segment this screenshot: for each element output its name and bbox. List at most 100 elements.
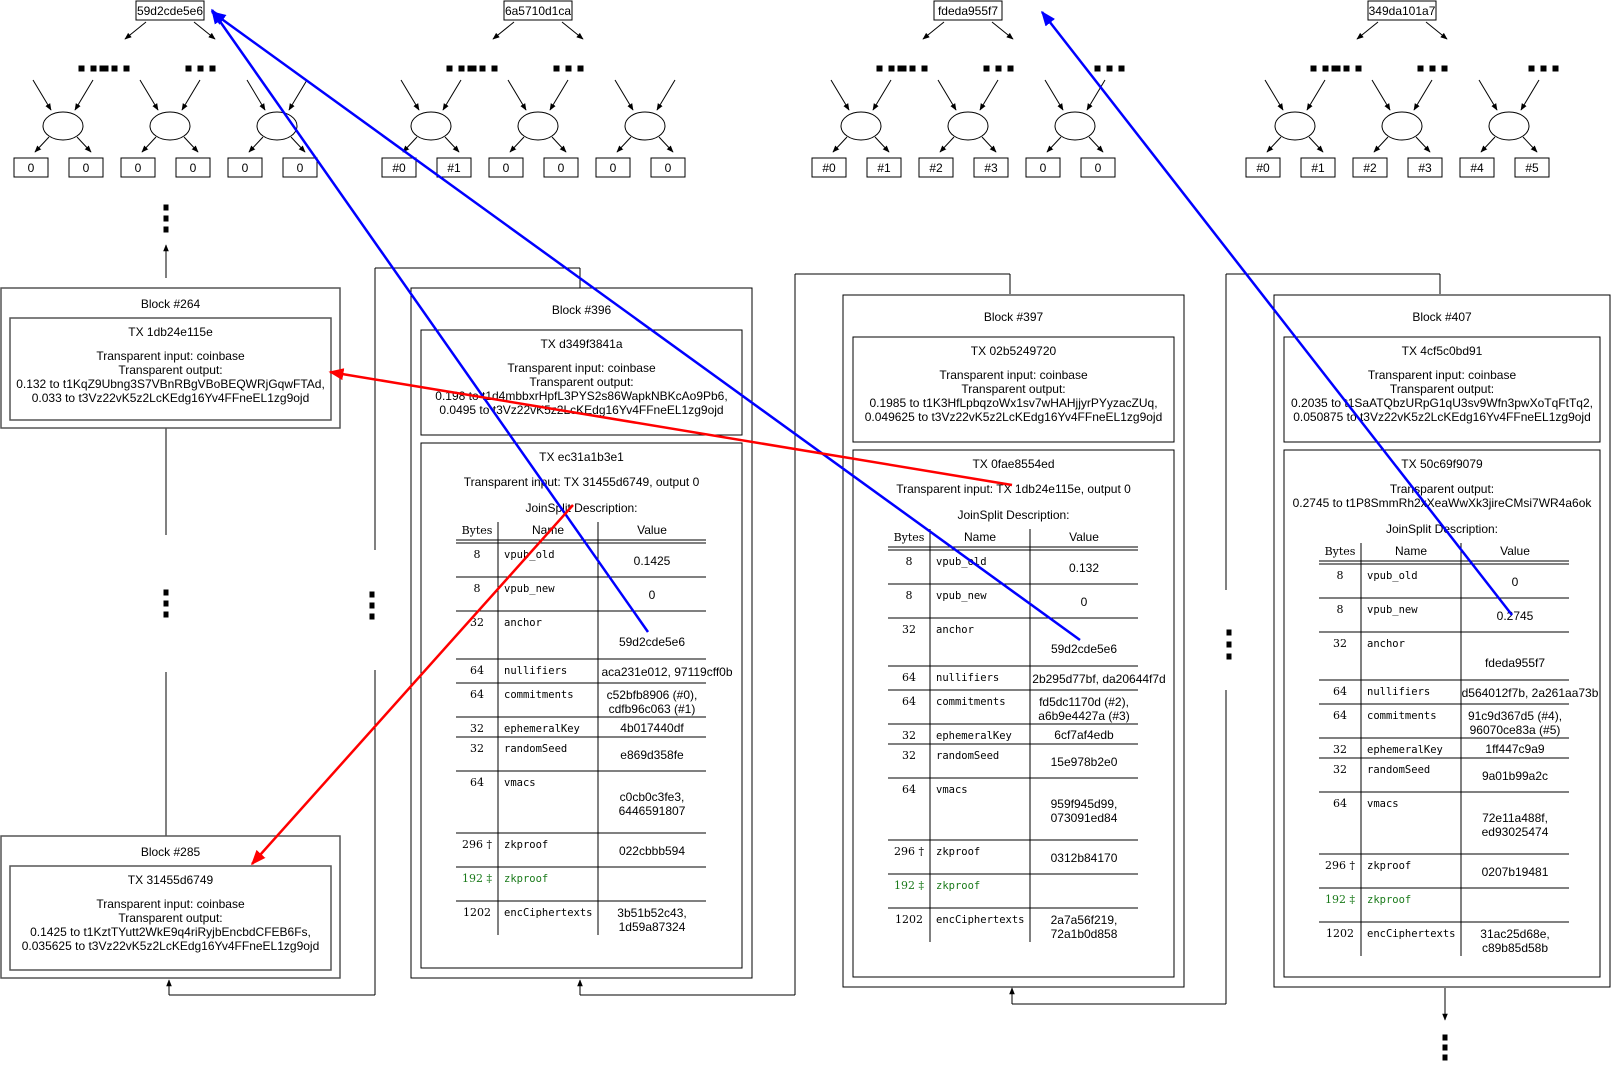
ellipsis-dot	[1118, 65, 1125, 72]
ellipsis-dot	[369, 602, 375, 609]
ellipsis-dot	[1429, 65, 1436, 72]
tree-edge	[830, 79, 850, 111]
row-name: randomSeed	[936, 750, 999, 762]
ellipsis-dot	[888, 65, 895, 72]
tx-line: Transparent output:	[961, 382, 1065, 396]
tx-frame	[852, 449, 1175, 978]
tree-subtree: #2#3	[918, 65, 1014, 178]
row-value: 59d2cde5e6	[619, 635, 685, 649]
tree-edge	[400, 79, 420, 111]
tree-edge	[991, 21, 1014, 40]
tree-edge	[1086, 79, 1106, 111]
ellipsis-dot	[209, 65, 216, 72]
ellipsis-dot	[1226, 653, 1232, 660]
tree-edge	[248, 136, 264, 153]
row-name: vpub_old	[936, 556, 987, 568]
tree-edge	[832, 136, 848, 153]
table-header: Value	[1069, 530, 1099, 544]
tree-leaf-label: 0	[1040, 161, 1047, 175]
joinsplit-label: JoinSplit Description:	[1386, 522, 1498, 536]
table-header: Value	[1500, 544, 1530, 558]
tree-leaf-box	[175, 157, 211, 178]
ellipsis-dot	[90, 65, 97, 72]
ellipsis-dot	[1355, 65, 1362, 72]
tree-leaf-box	[1245, 157, 1281, 178]
tree-edge	[656, 79, 676, 111]
spend-link	[328, 368, 1013, 487]
row-name: zkproof	[936, 846, 980, 858]
ellipsis-dot	[163, 226, 169, 233]
tree-edge	[193, 21, 216, 40]
row-name: encCiphertexts	[1367, 928, 1456, 940]
tree-node	[947, 111, 989, 141]
row-name: randomSeed	[504, 743, 567, 755]
ellipsis-dot	[1094, 65, 1101, 72]
row-value: 9a01b99a2c	[1482, 769, 1548, 783]
tx-title: TX 1db24e115e	[128, 325, 213, 339]
tree-leaf-label: #0	[392, 161, 406, 175]
tree-edge	[288, 79, 308, 111]
row-bytes: 64	[902, 783, 916, 796]
ellipsis-dot	[553, 65, 560, 72]
row-name: commitments	[1367, 710, 1437, 722]
row-value: 0312b84170	[1051, 851, 1118, 865]
tree-leaf-box	[595, 157, 631, 178]
row-value: 0.1425	[634, 554, 671, 568]
tree-root-label: fdeda955f7	[938, 4, 998, 18]
tree-edge	[509, 136, 525, 153]
tree-edge	[616, 136, 632, 153]
ellipsis-dot	[197, 65, 204, 72]
row-name: randomSeed	[1367, 764, 1430, 776]
ellipsis-dot	[467, 65, 474, 72]
ellipsis-dot	[163, 611, 169, 618]
ellipsis-dot	[876, 65, 883, 72]
ellipsis-dot	[1540, 65, 1547, 72]
row-value: 6cf7af4edb	[1054, 728, 1114, 742]
tree-node	[1274, 111, 1316, 141]
row-value: 959f945d99,	[1051, 797, 1118, 811]
block-title: Block #407	[1412, 310, 1472, 324]
row-bytes: 32	[902, 623, 916, 636]
row-value: 15e978b2e0	[1051, 755, 1118, 769]
tree-edge	[1478, 79, 1498, 111]
tree-leaf-label: #2	[929, 161, 943, 175]
ellipsis-dot	[1106, 65, 1113, 72]
tree-leaf-label: 0	[190, 161, 197, 175]
tree-edge	[1264, 79, 1284, 111]
tree-leaf-label: 0	[558, 161, 565, 175]
tree-edge	[1044, 79, 1064, 111]
tx-line: 0.035625 to t3Vz22vK5z2LcKEdg16Yv4FFneEL…	[22, 939, 320, 953]
ellipsis-dot	[99, 65, 106, 72]
row-value: 1ff447c9a9	[1485, 742, 1544, 756]
row-bytes: 32	[902, 729, 916, 742]
tx-line: Transparent output:	[529, 375, 633, 389]
row-bytes: 64	[902, 671, 916, 684]
row-value: a6b9e4427a (#3)	[1038, 709, 1129, 723]
row-value: 31ac25d68e,	[1480, 927, 1549, 941]
tree-edge	[32, 79, 52, 111]
row-value: 2b295d77bf, da20644f7d	[1032, 672, 1165, 686]
row-bytes: 32	[470, 722, 484, 735]
tx-line: 0.1985 to t1K3HfLpbqzoWx1sv7wHAHjjyrPYyz…	[869, 396, 1157, 410]
row-bytes: 8	[906, 589, 913, 602]
row-value: 0.132	[1069, 561, 1099, 575]
tree-node	[1488, 111, 1530, 141]
tree-edge	[76, 136, 92, 153]
tree-leaf-box	[1407, 157, 1443, 178]
tree-leaf-box	[811, 157, 847, 178]
table-header: Name	[1395, 544, 1427, 558]
row-value: 073091ed84	[1051, 811, 1118, 825]
row-name: nullifiers	[504, 665, 567, 677]
